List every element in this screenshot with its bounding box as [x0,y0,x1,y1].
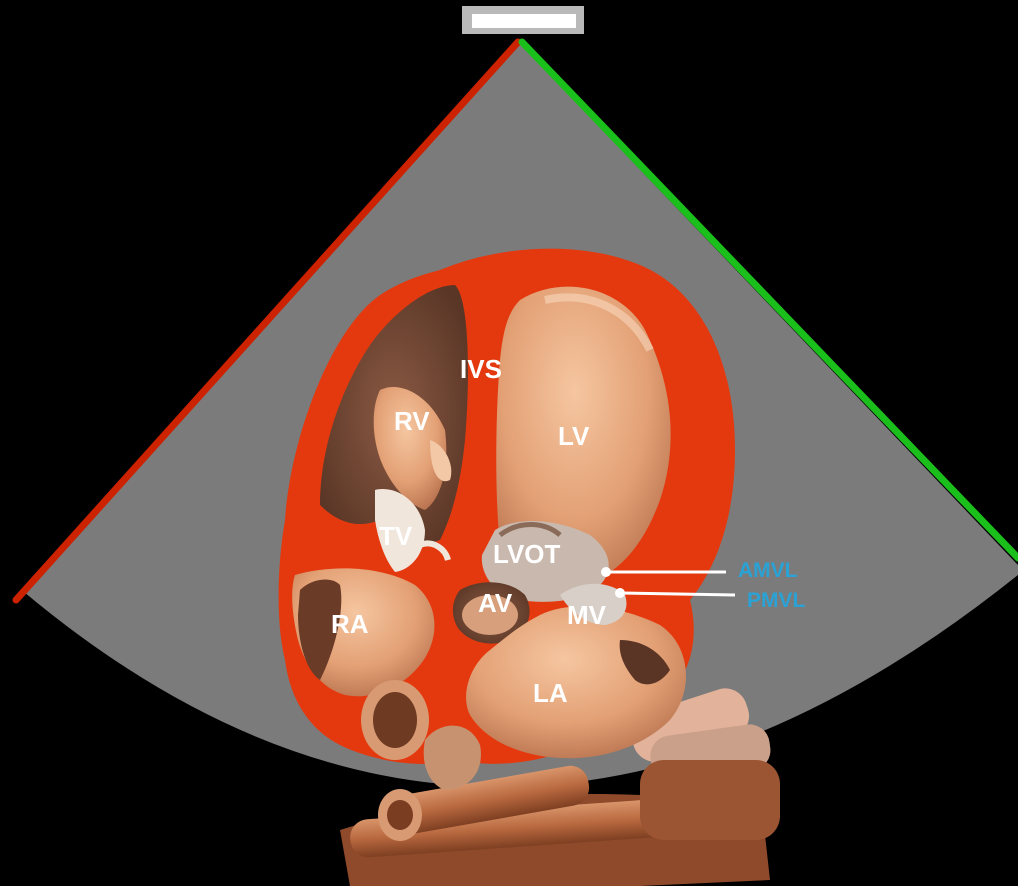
label-mv: MV [567,600,607,630]
label-lv: LV [558,421,590,451]
label-amvl: AMVL [738,559,798,582]
label-tv: TV [379,521,413,551]
transducer-marker [462,6,584,34]
label-lvot: LVOT [493,539,561,569]
label-la: LA [533,678,568,708]
label-ivs: IVS [460,354,502,384]
label-pmvl: PMVL [747,589,806,612]
label-ra: RA [331,609,369,639]
label-av: AV [478,588,513,618]
label-rv: RV [394,406,430,436]
